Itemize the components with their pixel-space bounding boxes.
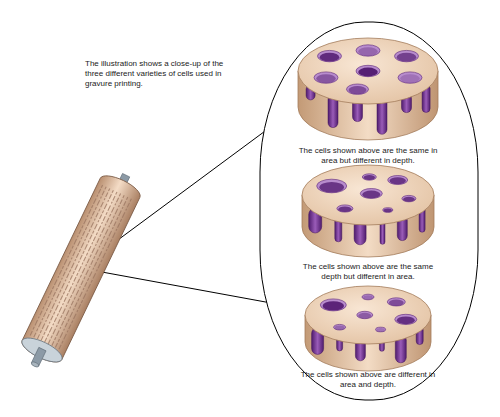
cell-depth-shade — [358, 313, 371, 319]
cell-depth-shade — [389, 300, 404, 306]
cell-depth-shade — [316, 74, 336, 83]
ink-cell — [360, 189, 382, 199]
pointer-line — [80, 268, 282, 305]
ink-cell — [337, 205, 353, 212]
ink-cell — [356, 45, 380, 56]
cylinder-body — [19, 171, 144, 367]
cell-depth-shade — [358, 68, 378, 77]
cylinder-end — [19, 333, 66, 366]
cell-disk-node: The cells shown above are the same in ar… — [288, 33, 448, 173]
cell-depth-shade — [319, 182, 344, 193]
cell-depth-shade — [390, 177, 406, 184]
cell-depth-shade — [363, 295, 373, 299]
cell-disk — [290, 284, 446, 396]
cell-disk-node: The cells shown above are different in a… — [290, 284, 446, 396]
gravure-cylinder — [14, 166, 146, 376]
ink-cell — [402, 195, 416, 201]
cell-depth-shade — [403, 197, 414, 202]
cell-depth-shade — [400, 74, 420, 83]
ink-cell — [388, 176, 408, 185]
axle-end — [31, 361, 40, 368]
cell-depth-shade — [384, 209, 392, 213]
ink-cell — [387, 298, 405, 306]
cell-depth-shade — [338, 206, 351, 212]
cell-caption: The cells shown above are the same depth… — [296, 262, 440, 282]
engraved-pattern — [30, 184, 132, 349]
ink-cell — [395, 50, 419, 61]
ink-cell — [398, 72, 422, 83]
disk-top — [305, 286, 431, 344]
cell-depth-shade — [323, 301, 344, 310]
ink-cell — [362, 294, 374, 300]
disk-top — [298, 38, 438, 104]
cell-depth-shade — [358, 47, 378, 56]
cell-depth-shade — [335, 326, 345, 330]
intro-note: The illustration shows a close-up of the… — [85, 59, 235, 89]
cell-depth-shade — [364, 175, 375, 180]
cell-depth-shade — [349, 86, 367, 94]
cell-depth-shade — [362, 191, 380, 199]
ink-cell — [314, 72, 338, 83]
cell-depth-shade — [377, 328, 385, 332]
callout-bubble — [260, 22, 478, 400]
cell-depth-shade — [397, 316, 415, 324]
ink-cell — [334, 324, 346, 330]
ink-cell — [357, 311, 373, 318]
ink-cell — [347, 84, 369, 94]
cell-disk-node: The cells shown above are the same depth… — [288, 162, 448, 284]
ink-cell — [320, 299, 346, 311]
ink-cell — [383, 208, 393, 213]
cell-depth-shade — [397, 53, 417, 62]
ink-cell — [376, 327, 386, 332]
cell-caption: The cells shown above are the same in ar… — [296, 146, 440, 166]
ink-cell — [356, 65, 380, 76]
ink-cell — [395, 314, 417, 324]
cell-caption: The cells shown above are different in a… — [298, 370, 438, 390]
ink-cell — [317, 179, 347, 193]
ink-cell — [318, 50, 342, 61]
disk-top — [302, 165, 434, 225]
ink-cell — [362, 174, 376, 180]
cell-depth-shade — [320, 53, 340, 62]
